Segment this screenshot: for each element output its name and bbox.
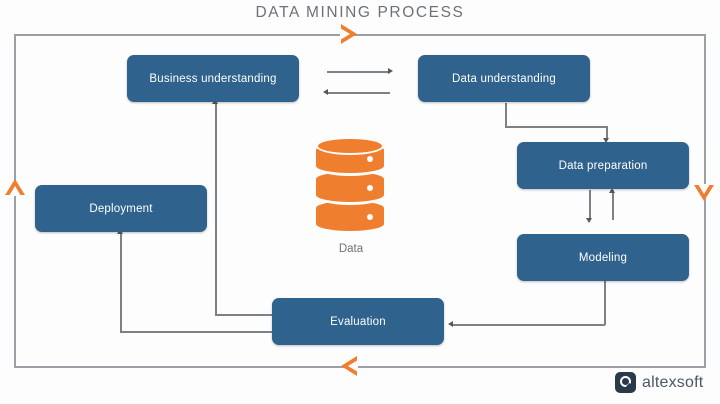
loop-frame-right (704, 34, 706, 368)
evaluation-to-business-line-2 (215, 103, 217, 315)
database-dot-middle (367, 185, 373, 191)
modeling-to-evaluation-arrowhead (448, 321, 453, 327)
data-understanding-to-preparation-line-1 (505, 103, 507, 127)
node-evaluation-label: Evaluation (330, 315, 386, 328)
evaluation-to-deployment-line-1 (120, 331, 273, 333)
right-loop-arrow-notch (698, 184, 710, 194)
database-icon (313, 134, 387, 236)
preparation-to-modeling-arrowhead (586, 218, 592, 223)
data-understanding-to-business-arrowhead (323, 89, 328, 95)
loop-frame-bottom (14, 366, 706, 368)
loop-frame-top (14, 34, 706, 36)
database-dot-bottom (367, 214, 373, 220)
modeling-to-evaluation-line-1 (604, 281, 606, 325)
node-evaluation[interactable]: Evaluation (272, 298, 444, 345)
database-dot-top (367, 156, 373, 162)
node-data-understanding-label: Data understanding (452, 72, 556, 85)
node-deployment[interactable]: Deployment (35, 185, 207, 232)
modeling-to-preparation-line (612, 190, 614, 220)
modeling-to-evaluation-line-2 (452, 324, 605, 326)
altexsoft-logo-mark-icon (615, 372, 636, 393)
data-understanding-to-preparation-arrowhead (603, 138, 609, 143)
node-deployment-label: Deployment (89, 202, 153, 215)
node-modeling-label: Modeling (578, 251, 628, 264)
bottom-loop-arrow-notch (348, 360, 358, 372)
node-business-understanding-label: Business understanding (149, 72, 277, 85)
node-data-preparation[interactable]: Data preparation (517, 142, 689, 189)
preparation-to-modeling-line (589, 190, 591, 220)
business-to-data-understanding-arrowhead (388, 68, 393, 74)
altexsoft-logo-text: altexsoft (642, 373, 704, 391)
altexsoft-logo: altexsoft (615, 372, 703, 393)
evaluation-to-business-line-1 (215, 314, 273, 316)
left-loop-arrow-notch (9, 186, 21, 196)
database-label: Data (338, 243, 364, 255)
data-understanding-to-preparation-line-2 (505, 126, 607, 128)
node-business-understanding[interactable]: Business understanding (127, 55, 299, 102)
node-modeling[interactable]: Modeling (517, 234, 689, 281)
database-top-ellipse (316, 137, 384, 155)
business-to-data-understanding-line (327, 71, 390, 73)
modeling-to-preparation-arrowhead (609, 188, 615, 193)
data-understanding-to-business-line (327, 92, 390, 94)
page-title: DATA MINING PROCESS (255, 4, 465, 21)
node-data-understanding[interactable]: Data understanding (418, 55, 590, 102)
node-data-preparation-label: Data preparation (558, 159, 648, 172)
loop-frame-left (14, 34, 16, 368)
data-understanding-to-preparation-line-3 (606, 126, 608, 140)
top-loop-arrow-notch (340, 28, 350, 40)
evaluation-to-deployment-line-2 (120, 233, 122, 332)
